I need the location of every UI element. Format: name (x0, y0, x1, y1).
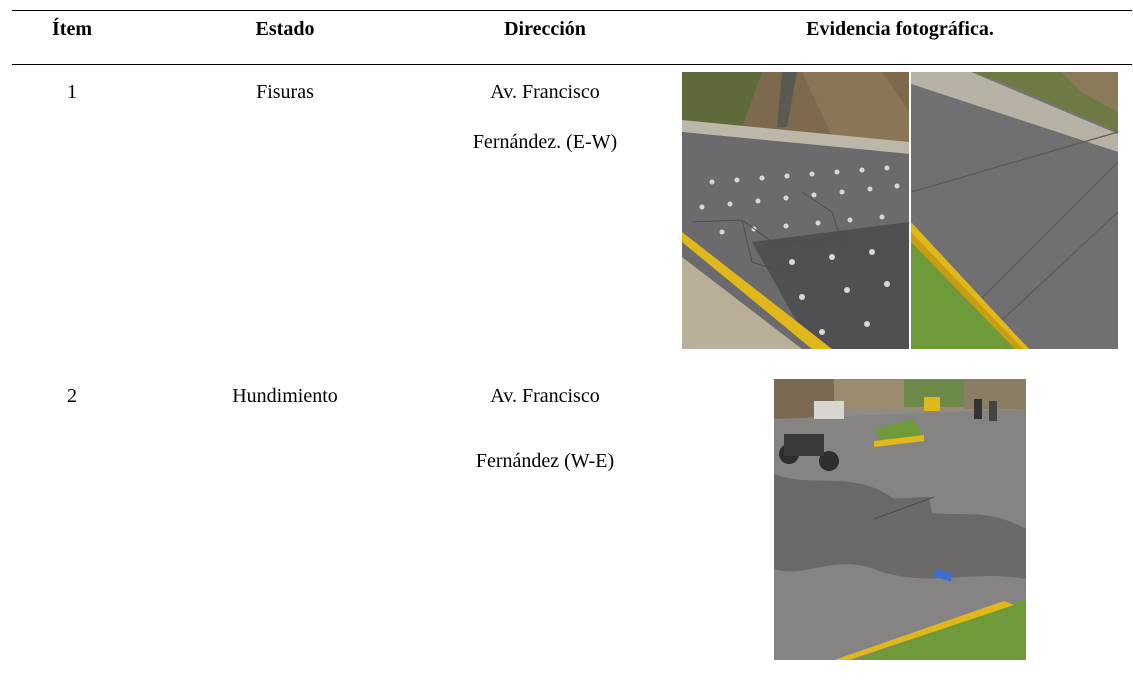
row-direccion-line1: Av. Francisco (490, 81, 600, 103)
row-direccion-line2: Fernández. (E-W) (472, 131, 618, 153)
header-estado: Estado (255, 18, 315, 40)
table-top-rule (12, 10, 1132, 11)
row-item-number: 2 (67, 385, 77, 407)
sunken-pavement-photo (774, 379, 1026, 660)
row-direccion-line2: Fernández (W-E) (475, 450, 615, 472)
header-direccion: Dirección (504, 18, 586, 40)
road-edge-photo (911, 72, 1118, 349)
row-estado: Hundimiento (232, 385, 338, 407)
row-estado: Fisuras (256, 81, 314, 103)
row-direccion-line1: Av. Francisco (490, 385, 600, 407)
header-bottom-rule (12, 64, 1132, 65)
cracked-asphalt-photo (682, 72, 909, 349)
row-item-number: 1 (67, 81, 77, 103)
header-evidencia: Evidencia fotográfica. (806, 18, 994, 40)
header-item: Ítem (52, 18, 92, 40)
